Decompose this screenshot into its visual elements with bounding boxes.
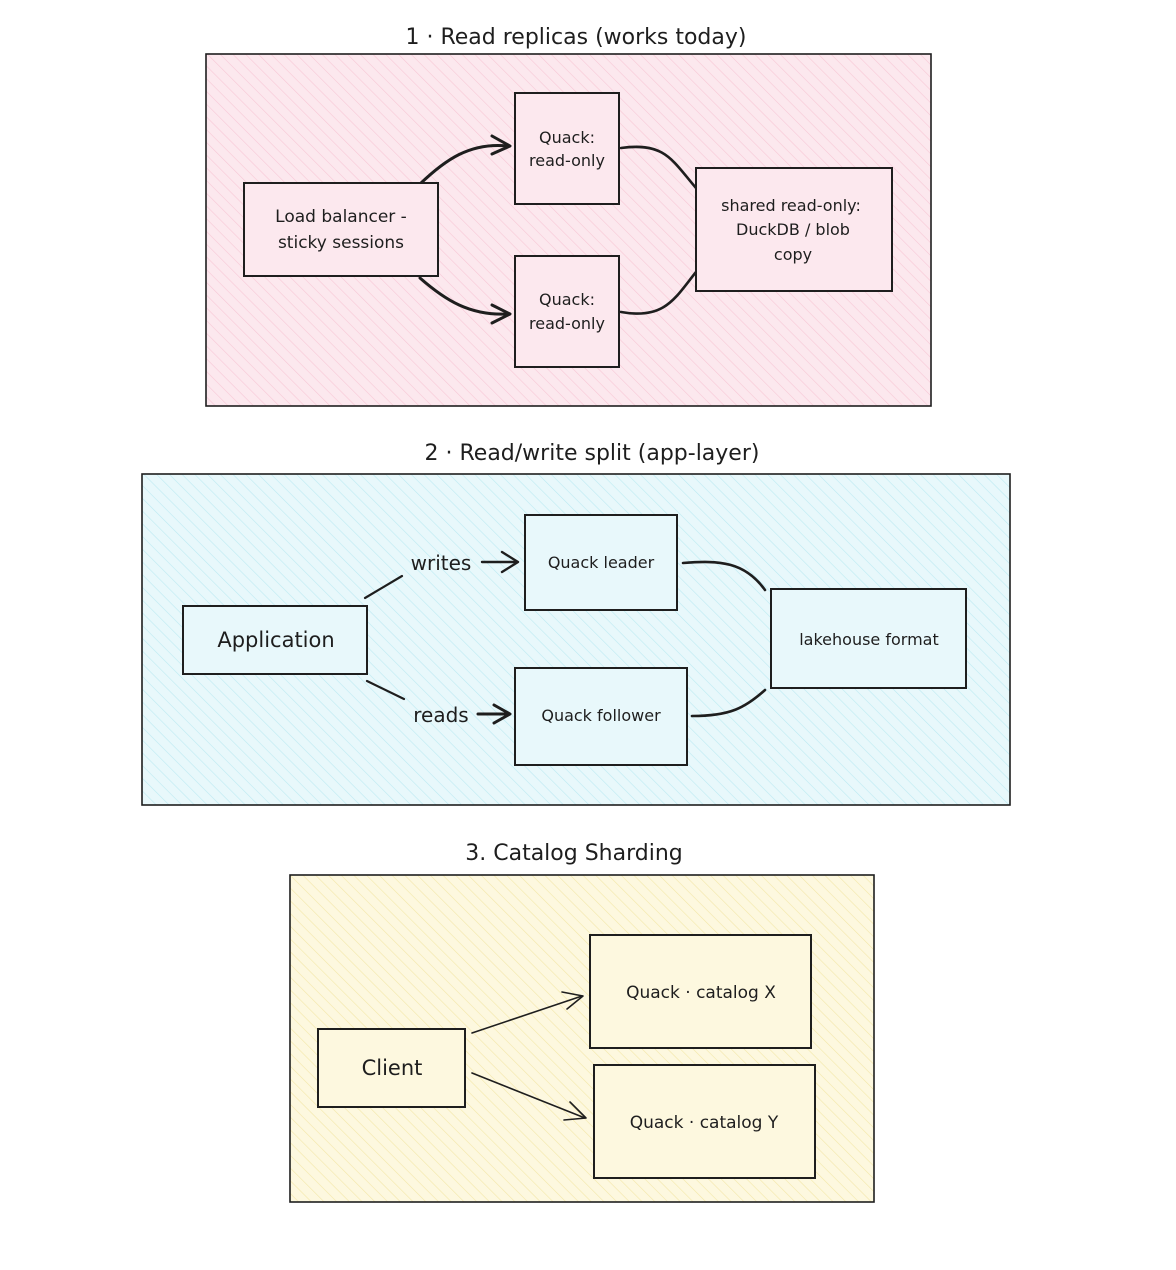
quack-follower-label: Quack follower xyxy=(541,706,661,725)
quack-follower-node xyxy=(514,667,688,766)
replica-a-label-line-2: read-only xyxy=(529,151,605,170)
arrowhead-leader xyxy=(500,550,520,574)
catalog-y-label: Quack · catalog Y xyxy=(630,1113,779,1133)
edge-app-to-reads-label xyxy=(365,679,406,701)
replica-a-label-line-1: Quack: xyxy=(539,128,595,147)
replica-b-node xyxy=(514,255,620,368)
shared-storage-node xyxy=(695,167,893,292)
arrowhead-catalog-y xyxy=(563,1101,587,1121)
group-2-title: 2 · Read/write split (app-layer) xyxy=(425,441,760,466)
application-label: Application xyxy=(217,628,334,652)
group-catalog-sharding: 3. Catalog Sharding Client Quack · catal… xyxy=(289,841,875,1203)
load-balancer-node xyxy=(243,182,439,277)
shared-storage-label-line-2: DuckDB / blob xyxy=(736,220,850,239)
writes-edge-label: writes xyxy=(411,551,472,575)
arrowhead-follower xyxy=(492,703,512,725)
group-read-replicas: 1 · Read replicas (works today) Load bal… xyxy=(205,25,932,407)
shared-storage-label-line-1: shared read-only: xyxy=(721,196,861,215)
load-balancer-label-line-2: sticky sessions xyxy=(278,233,404,253)
edge-lb-to-replica-b xyxy=(418,276,510,316)
replica-a-node xyxy=(514,92,620,205)
shared-storage-label-line-3: copy xyxy=(774,245,812,264)
group-read-write-split: 2 · Read/write split (app-layer) writes … xyxy=(141,441,1011,806)
edge-client-to-catalog-y xyxy=(471,1072,586,1119)
edge-lb-to-replica-a xyxy=(418,143,510,186)
group-3-title: 3. Catalog Sharding xyxy=(465,841,683,866)
arrowhead-replica-b xyxy=(490,303,512,325)
client-node xyxy=(317,1028,466,1108)
edge-app-to-writes-label xyxy=(363,574,404,600)
load-balancer-label-line-1: Load balancer - xyxy=(275,207,407,227)
edge-leader-to-lakehouse xyxy=(681,560,767,592)
catalog-y-node xyxy=(593,1064,816,1179)
quack-leader-label: Quack leader xyxy=(548,553,655,572)
quack-leader-node xyxy=(524,514,678,611)
application-node xyxy=(182,605,368,675)
edge-replica-a-to-storage xyxy=(619,145,698,190)
arrowhead-replica-a xyxy=(490,134,512,156)
reads-edge-label: reads xyxy=(413,703,468,727)
edge-client-to-catalog-x xyxy=(471,995,583,1034)
edge-follower-to-lakehouse xyxy=(690,688,767,718)
arrowhead-catalog-x xyxy=(561,991,584,1010)
edge-replica-b-to-storage xyxy=(619,270,698,315)
group-1-title: 1 · Read replicas (works today) xyxy=(406,25,747,50)
replica-b-label-line-2: read-only xyxy=(529,314,605,333)
catalog-x-label: Quack · catalog X xyxy=(626,983,776,1003)
catalog-x-node xyxy=(589,934,812,1049)
client-label: Client xyxy=(362,1056,423,1080)
lakehouse-label: lakehouse format xyxy=(799,630,939,649)
replica-b-label-line-1: Quack: xyxy=(539,290,595,309)
lakehouse-node xyxy=(770,588,967,689)
